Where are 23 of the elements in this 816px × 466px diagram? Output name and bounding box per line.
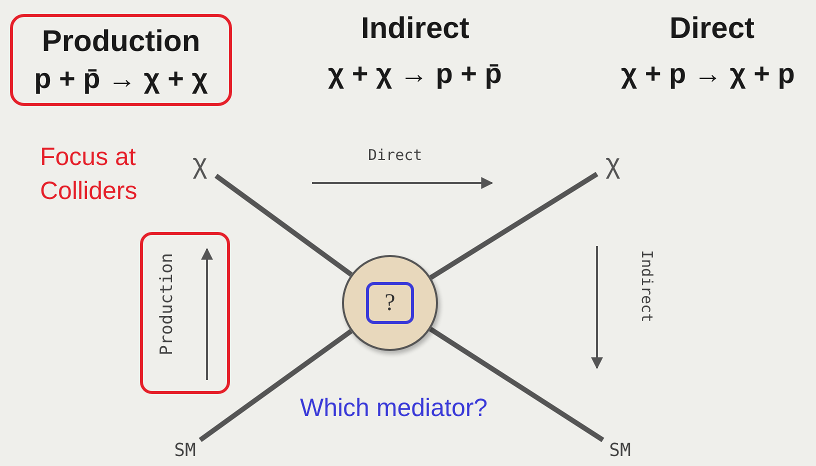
question-mark-box: ? <box>366 282 414 324</box>
equation: χ + p → χ + p <box>621 58 795 90</box>
arrow-label: Direct <box>368 146 422 164</box>
heading: Direct <box>670 12 755 46</box>
particle-label: χ <box>597 146 629 182</box>
heading: Indirect <box>361 12 470 46</box>
particle-line <box>429 326 604 442</box>
production-box <box>140 232 230 394</box>
arrow-label: Indirect <box>638 250 656 322</box>
heading: Production <box>42 25 200 59</box>
particle-label: SM <box>598 440 642 462</box>
production-box <box>10 14 232 106</box>
equation: p + p̄ → χ + χ <box>34 63 208 95</box>
mediator-circle <box>342 255 438 351</box>
particle-line <box>214 174 353 277</box>
particle-label: SM <box>163 440 207 462</box>
annotation-text: Which mediator? <box>300 394 488 423</box>
particle-line <box>429 172 598 280</box>
equation: χ + χ → p + p̄ <box>328 58 502 90</box>
particle-line <box>198 329 353 442</box>
rotated-label: Production <box>157 253 177 356</box>
annotation-text: Focus at Colliders <box>40 142 138 207</box>
particle-label: χ <box>184 146 216 182</box>
